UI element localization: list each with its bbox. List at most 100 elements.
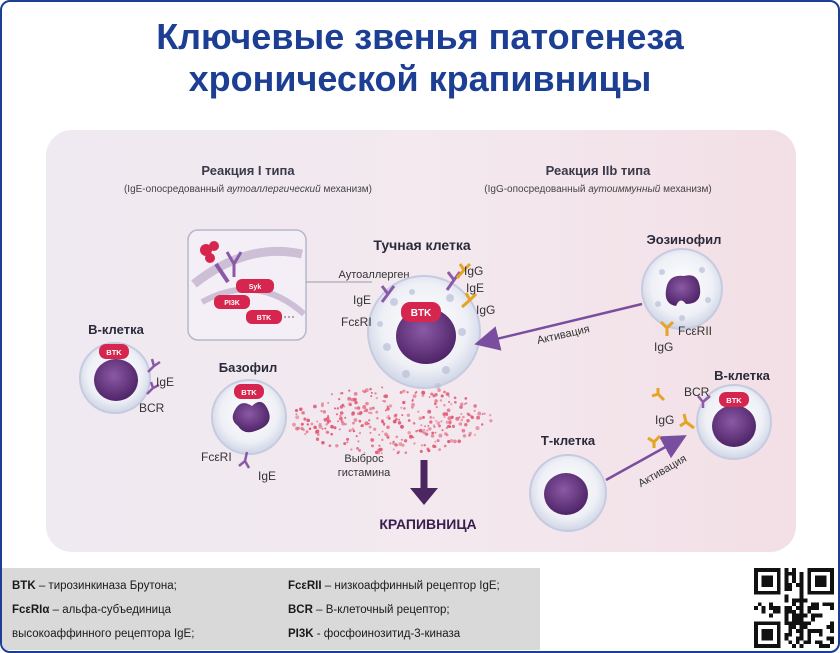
mast-cell-ige-right-label: IgE — [466, 281, 484, 295]
histamine-granule — [392, 440, 395, 444]
b-cell-right: В-клетка BTK BCR IgG — [647, 368, 772, 460]
histamine-granule — [304, 432, 307, 436]
histamine-granule — [453, 439, 457, 444]
inset-allergen-icon — [200, 244, 212, 256]
activation-arrow-2 — [605, 435, 687, 482]
histamine-granule — [316, 433, 320, 436]
histamine-granule — [327, 431, 330, 434]
histamine-granule — [423, 431, 427, 435]
histamine-granule — [402, 389, 406, 393]
b-cell-left: В-клетка BTK IgE BCR — [79, 322, 174, 415]
b-cell-left-bcr-label: BCR — [139, 401, 165, 415]
b-cell-right-btk-label: BTK — [726, 396, 742, 405]
histamine-granule — [449, 438, 454, 443]
histamine-granule — [454, 401, 457, 404]
histamine-granule — [455, 416, 460, 421]
histamine-granule — [354, 406, 358, 410]
histamine-granule — [448, 421, 451, 424]
histamine-granule — [363, 390, 367, 394]
histamine-granule — [474, 433, 476, 436]
histamine-granule — [434, 431, 437, 434]
histamine-granule — [397, 421, 402, 425]
histamine-granule — [356, 446, 359, 450]
histamine-granule — [330, 393, 333, 396]
histamine-granule — [431, 431, 435, 435]
mast-cell: Тучная клетка BTK IgE FcεRI IgG IgE IgG — [341, 237, 495, 389]
histamine-granule — [369, 387, 372, 391]
histamine-granule — [476, 415, 481, 420]
histamine-granule — [429, 415, 433, 419]
histamine-granule — [447, 416, 452, 421]
histamine-granule — [322, 410, 327, 414]
b-cell-right-igg-bound-icon — [679, 413, 695, 430]
abbreviation-legend: BTK – тирозинкиназа Брутона; FcεRIα – ал… — [2, 568, 540, 650]
histamine-granule — [383, 400, 387, 403]
histamine-granule — [346, 441, 349, 444]
histamine-granule — [357, 448, 362, 452]
histamine-granule — [375, 410, 379, 414]
histamine-granule — [341, 421, 345, 426]
histamine-granule — [434, 399, 438, 403]
histamine-granule — [489, 414, 492, 417]
histamine-granule — [339, 392, 342, 395]
title-line-1: Ключевые звенья патогенеза — [156, 16, 684, 57]
histamine-granule — [432, 444, 436, 448]
histamine-granule — [343, 442, 347, 446]
histamine-granule — [477, 411, 482, 416]
histamine-granule — [368, 425, 372, 429]
histamine-granule — [357, 440, 360, 443]
inset-pi3k-badge — [214, 295, 250, 309]
reaction-2-title: Реакция IIb типа — [546, 163, 651, 178]
histamine-granule — [464, 423, 468, 427]
histamine-granule — [386, 405, 389, 408]
histamine-granule — [306, 418, 310, 423]
histamine-granule — [423, 444, 426, 447]
histamine-granule — [338, 397, 341, 401]
histamine-granule — [327, 415, 330, 418]
histamine-granule — [297, 426, 301, 430]
histamine-granule — [380, 452, 383, 455]
histamine-granule — [394, 443, 398, 447]
histamine-granule — [384, 409, 387, 412]
histamine-granule — [466, 419, 470, 423]
histamine-granule — [371, 406, 375, 410]
igg-free-icon-1 — [651, 388, 666, 402]
histamine-granule — [321, 427, 324, 430]
histamine-granule — [360, 424, 363, 428]
histamine-granule — [355, 435, 358, 438]
histamine-granule — [393, 414, 398, 418]
reaction-2-subtitle: (IgG-опосредованный аутоиммунный механиз… — [484, 184, 711, 195]
b-cell-left-bcr-icon — [146, 381, 160, 395]
histamine-granule — [351, 411, 355, 415]
b-cell-left-nucleus — [94, 359, 138, 401]
histamine-granule — [451, 424, 456, 429]
histamine-granule — [428, 427, 432, 431]
igg-free-icon-2 — [647, 434, 662, 448]
histamine-granule — [427, 448, 431, 453]
mast-cell-igg-right-icon — [461, 292, 478, 309]
qr-code[interactable] — [754, 568, 834, 648]
legend-fcerii: FcεRII – низкоаффинный рецептор IgE; — [288, 580, 500, 592]
histamine-granule — [377, 451, 380, 455]
histamine-granule — [347, 396, 352, 401]
histamine-granule — [344, 423, 347, 426]
histamine-granule — [468, 431, 472, 436]
histamine-granule — [364, 421, 369, 426]
histamine-granule — [417, 410, 420, 413]
histamine-granule — [368, 411, 370, 414]
eosinophil-title: Эозинофил — [647, 232, 722, 247]
histamine-granule — [436, 439, 440, 443]
histamine-granule — [457, 439, 461, 444]
page-title: Ключевые звенья патогенеза хронической к… — [2, 16, 838, 100]
histamine-granule — [381, 386, 384, 389]
histamine-granule — [412, 421, 416, 425]
basophil-nucleus — [232, 401, 270, 433]
histamine-granule — [381, 430, 384, 433]
histamine-granule — [427, 409, 432, 414]
pathogenesis-diagram: Реакция I типа (IgE-опосредованный аутоа… — [79, 163, 772, 532]
histamine-granule — [299, 407, 303, 411]
histamine-granule — [361, 389, 364, 392]
histamine-granule — [400, 438, 404, 441]
basophil-btk-badge — [234, 384, 264, 399]
histamine-granule — [438, 424, 441, 428]
